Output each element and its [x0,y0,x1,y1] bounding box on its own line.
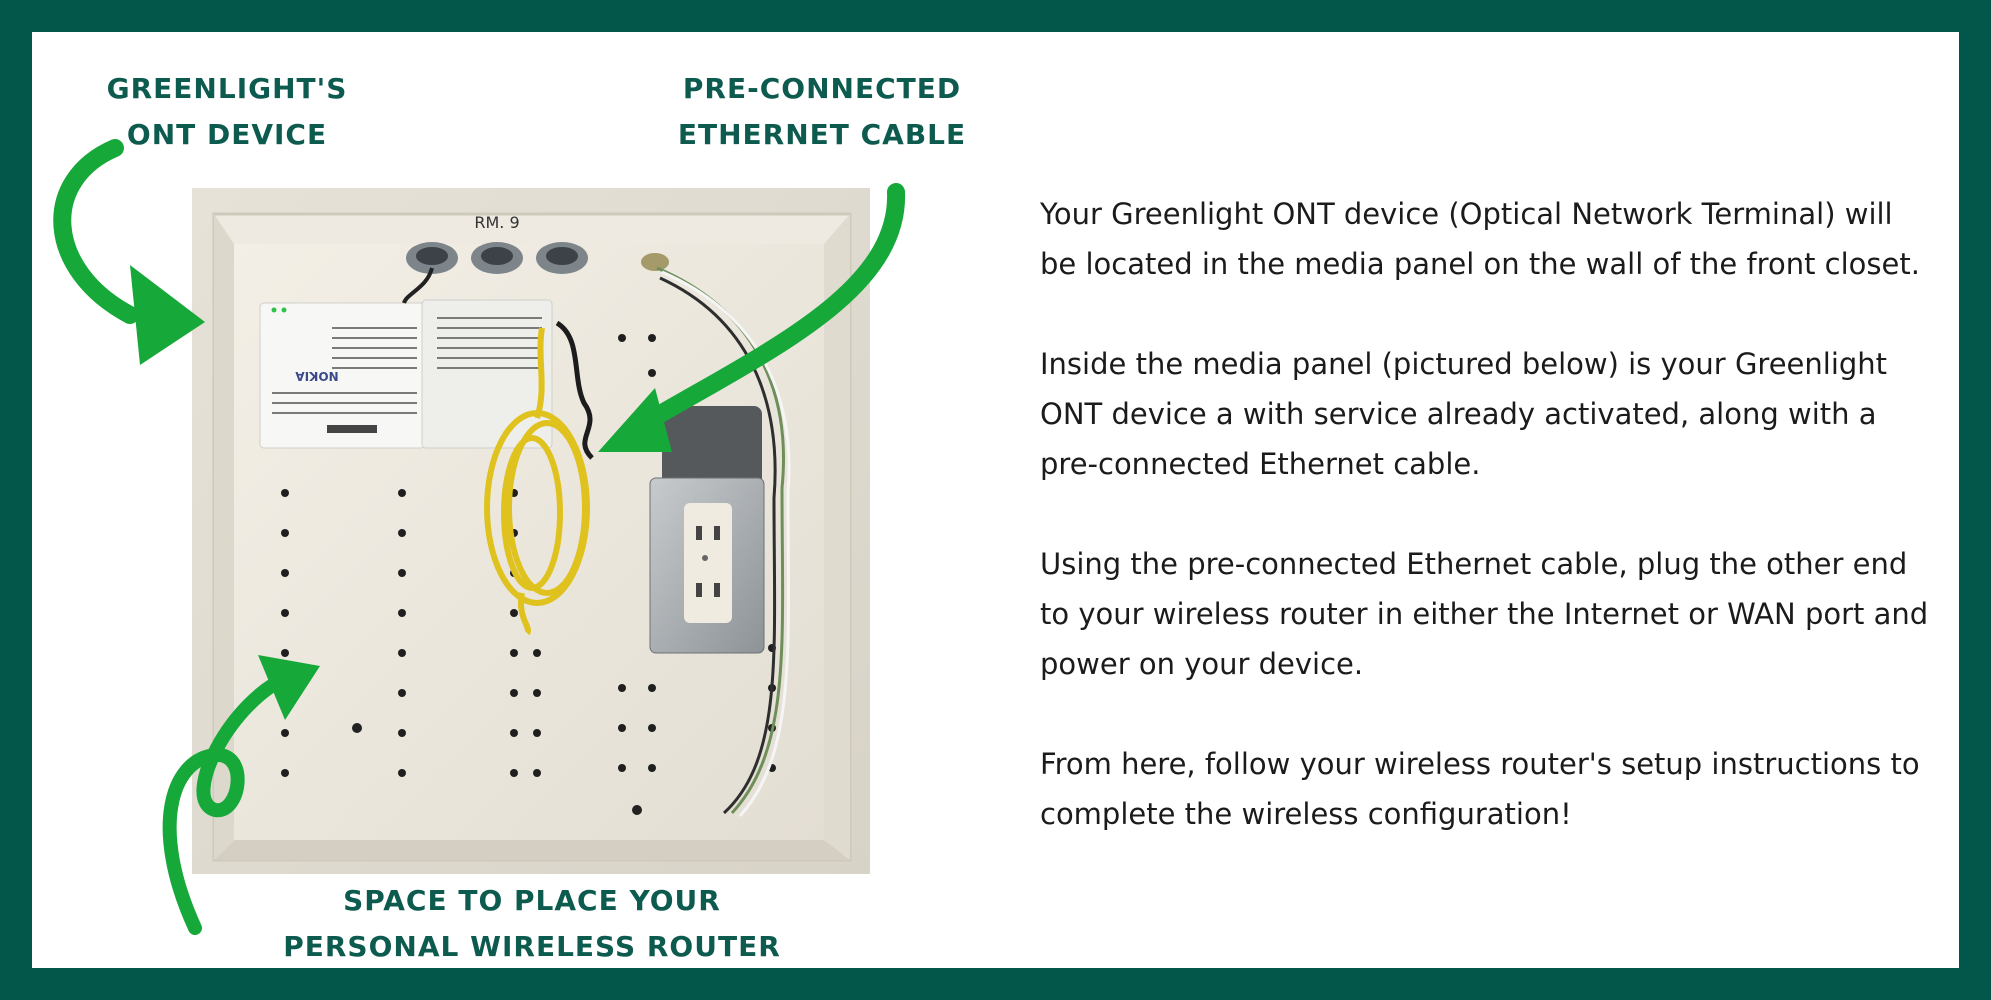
callout-line: ETHERNET CABLE [677,118,967,151]
callout-line: ONT DEVICE [126,118,328,151]
paragraph: Your Greenlight ONT device (Optical Netw… [1040,189,1940,289]
text-line: be located in the media panel on the wal… [1040,247,1920,281]
power-outlet [649,406,765,654]
content-card: GREENLIGHT'S ONT DEVICE PRE-CONNECTED ET… [32,32,1959,968]
callout-line: GREENLIGHT'S [106,72,348,105]
panel-label: RM. 9 [474,213,519,232]
callout-line: PERSONAL WIRELESS ROUTER [283,930,781,963]
ethernet-cable-callout: PRE-CONNECTED ETHERNET CABLE [632,66,1012,158]
text-line: From here, follow your wireless router's… [1040,747,1920,781]
ont-device: NOKIA [259,299,553,449]
media-panel-photo: RM. 9 [192,188,870,874]
callout-line: PRE-CONNECTED [682,72,962,105]
instructions-text: Your Greenlight ONT device (Optical Netw… [1040,189,1940,889]
text-line: pre-connected Ethernet cable. [1040,447,1481,481]
text-line: complete the wireless configuration! [1040,797,1572,831]
device-brand: NOKIA [295,369,339,383]
text-line: ONT device a with service already activa… [1040,397,1877,431]
paragraph: Inside the media panel (pictured below) … [1040,339,1940,489]
callout-line: SPACE TO PLACE YOUR [343,884,721,917]
text-line: power on your device. [1040,647,1364,681]
text-line: Using the pre-connected Ethernet cable, … [1040,547,1908,581]
paragraph: From here, follow your wireless router's… [1040,739,1940,839]
text-line: Your Greenlight ONT device (Optical Netw… [1040,197,1893,231]
text-line: to your wireless router in either the In… [1040,597,1929,631]
router-space-callout: SPACE TO PLACE YOUR PERSONAL WIRELESS RO… [242,878,822,970]
text-line: Inside the media panel (pictured below) … [1040,347,1888,381]
peg-holes [281,334,776,777]
ethernet-cable [484,327,590,636]
paragraph: Using the pre-connected Ethernet cable, … [1040,539,1940,689]
ont-device-callout: GREENLIGHT'S ONT DEVICE [72,66,382,158]
